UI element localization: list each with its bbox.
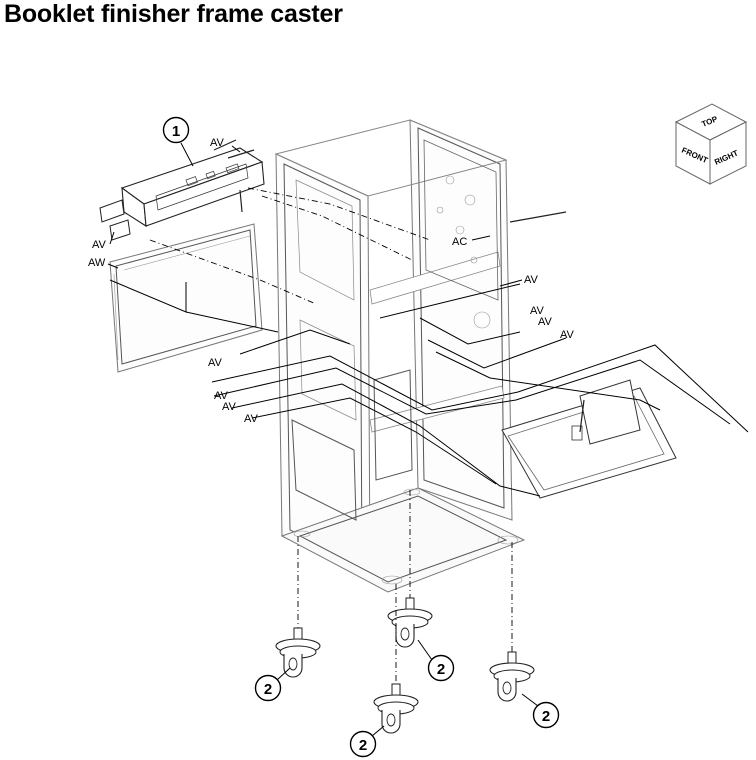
- connector-label-av-left: AV: [92, 239, 107, 251]
- connector-label-av-r2: AV: [530, 305, 545, 317]
- callout-2-a: 2: [254, 667, 291, 702]
- tray-assembly: [501, 379, 677, 499]
- connector-label-av-l1: AV: [208, 357, 223, 369]
- caster-rear-left: [387, 490, 433, 648]
- page-title: Booklet finisher frame caster: [4, 0, 343, 28]
- callout-2-d: 2: [349, 725, 385, 758]
- connector-label-ac: AC: [452, 236, 467, 248]
- connector-label-av-r3: AV: [538, 316, 553, 328]
- caster-front-right: [373, 584, 419, 734]
- connector-label-av-top: AV: [210, 137, 225, 149]
- callout-2c-number: 2: [542, 708, 550, 725]
- callout-2-c: 2: [521, 693, 560, 729]
- callout-2b-number: 2: [437, 661, 445, 678]
- control-board-assembly: [99, 139, 265, 241]
- connector-label-aw: AW: [88, 257, 106, 269]
- callout-1: 1: [162, 116, 194, 167]
- connector-label-av-r1: AV: [524, 274, 539, 286]
- callout-2d-number: 2: [359, 737, 367, 754]
- orientation-cube: TOP FRONT RIGHT: [674, 103, 748, 185]
- connector-label-av-l2: AV: [214, 390, 229, 402]
- caster-rear-right: [489, 542, 535, 702]
- caster-front-left: [275, 536, 321, 678]
- connector-label-av-l4: AV: [244, 413, 259, 425]
- finisher-main-frame: [274, 119, 567, 593]
- callout-2-b: 2: [417, 639, 455, 682]
- connector-label-av-r4: AV: [560, 329, 575, 341]
- callout-2a-number: 2: [264, 681, 272, 698]
- connector-label-av-l3: AV: [222, 401, 237, 413]
- connector-labels: AV AV AW AC AV AV AV AV AV AV AV AV: [88, 137, 575, 425]
- callout-1-number: 1: [172, 123, 180, 140]
- cable-routes: [109, 187, 749, 497]
